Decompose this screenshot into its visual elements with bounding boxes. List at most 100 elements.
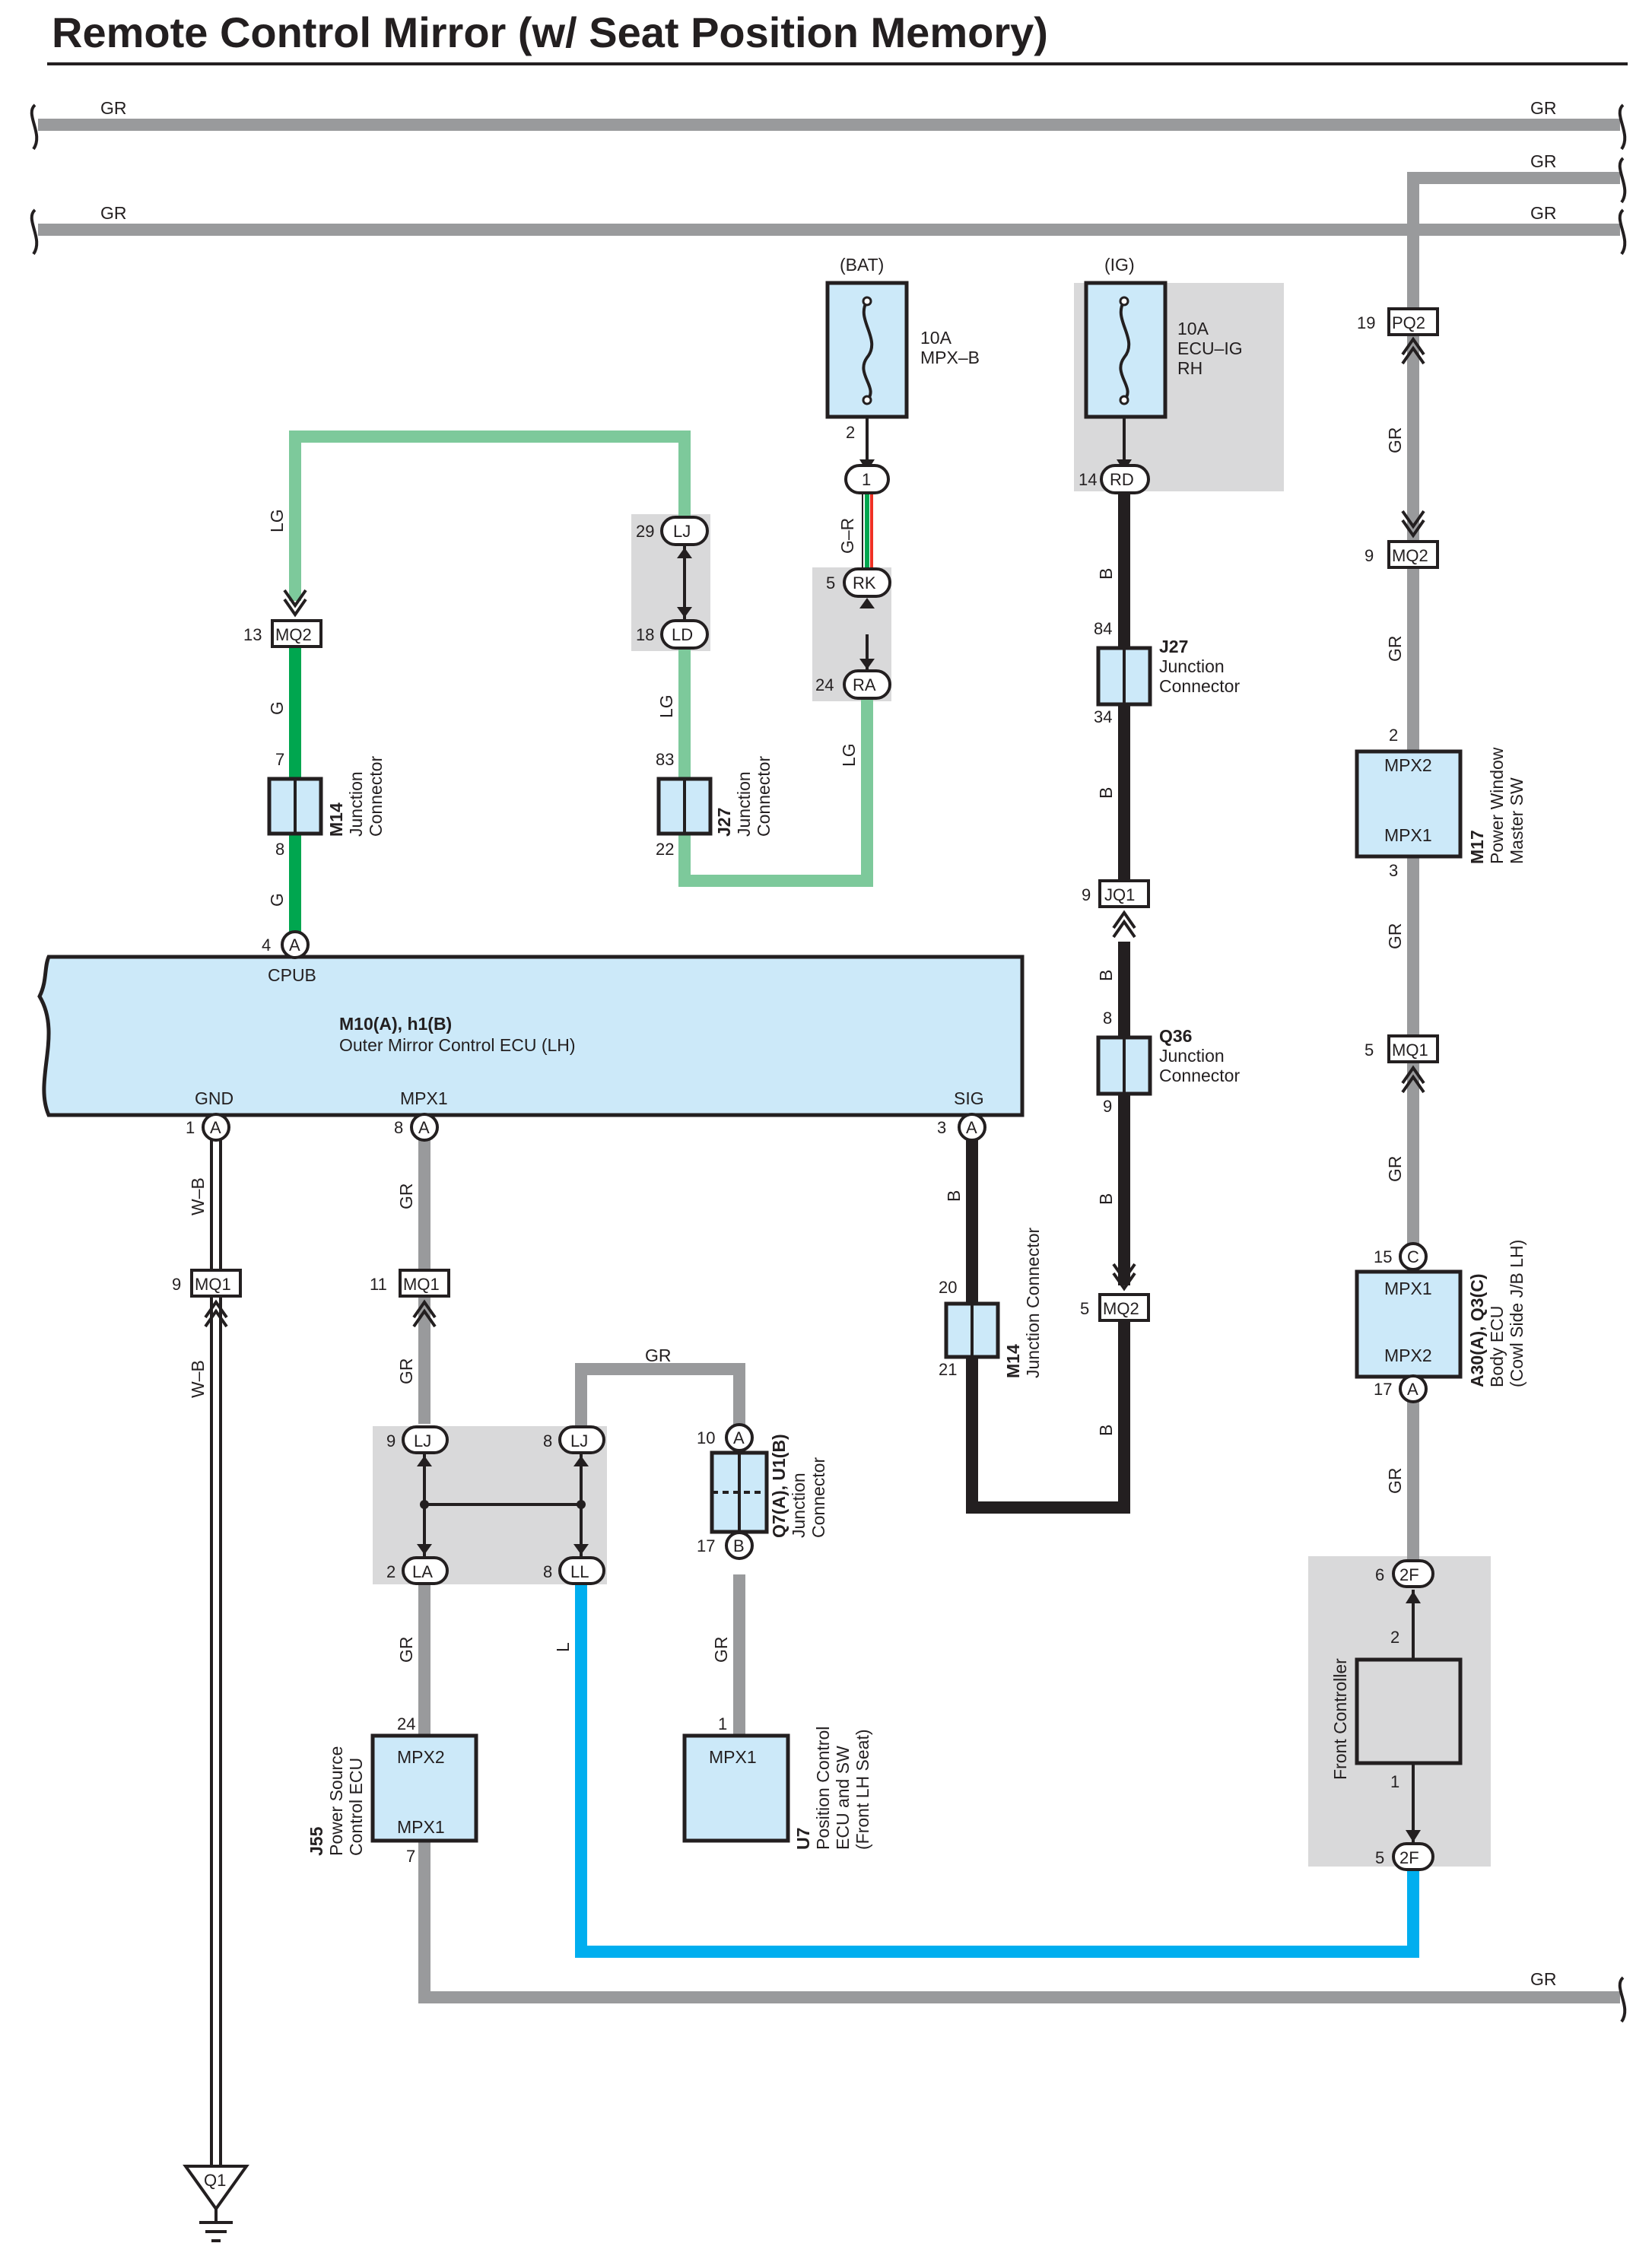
mq1-column-chevron1 — [1401, 1065, 1425, 1085]
q36-connector-label: Connector — [1159, 1066, 1240, 1085]
fuse-ecuig-name1: ECU–IG — [1177, 338, 1243, 358]
conn-b-q7 — [725, 1531, 754, 1560]
wire-label-gr-16: GR — [1530, 1969, 1557, 1989]
body-mpx2: MPX2 — [1384, 1346, 1432, 1365]
conn-b-q7-label: B — [733, 1536, 745, 1555]
wire-label-gr-10: GR — [1385, 1468, 1405, 1495]
pin-24-j55: 24 — [397, 1714, 415, 1733]
gr-bus-branch — [1407, 172, 1620, 319]
lg-wires — [289, 431, 873, 887]
pin-5-rk: 5 — [826, 573, 835, 593]
conn-2f-bottom-label: 2F — [1399, 1848, 1419, 1867]
splice-arrow-2 — [573, 1456, 589, 1466]
pin-9-lj: 9 — [386, 1431, 396, 1450]
pin-11-mq1: 11 — [370, 1275, 387, 1294]
pin-29-lj: 29 — [636, 522, 654, 541]
m17-label2: Master SW — [1507, 777, 1527, 864]
conn-a-gnd-label: A — [210, 1118, 221, 1137]
j55-mpx2: MPX2 — [397, 1747, 445, 1767]
fuse-mpxb-name: MPX–B — [920, 348, 980, 367]
wavy-end-3 — [1618, 103, 1627, 151]
conn-mq1-column — [1387, 1034, 1439, 1063]
splice-node-left — [420, 1500, 429, 1509]
ecu-pin-cpub: CPUB — [268, 965, 316, 985]
pin-24-ra: 24 — [815, 675, 834, 694]
pin-6-2f: 6 — [1375, 1565, 1384, 1584]
gr-r-wire — [862, 494, 873, 572]
pin-1-front: 1 — [1390, 1772, 1399, 1791]
q7-internals — [712, 1453, 767, 1532]
pin-9-jq1: 9 — [1082, 885, 1091, 904]
mq2-column-chevron1 — [1401, 519, 1425, 539]
pin-19-pq2: 19 — [1357, 313, 1375, 332]
conn-mq1-gr — [399, 1269, 450, 1298]
conn-c-body-label: C — [1407, 1247, 1419, 1266]
conn-a-q7-label: A — [733, 1428, 745, 1447]
q36-code: Q36 — [1159, 1026, 1192, 1046]
pin-1-gnd: 1 — [186, 1118, 195, 1137]
pin-2-front: 2 — [1390, 1628, 1399, 1647]
q7-code: Q7(A), U1(B) — [769, 1434, 789, 1538]
m17-power-window-master-sw — [1355, 749, 1463, 859]
pin-18-ld: 18 — [636, 625, 654, 644]
pin-9-mq2: 9 — [1364, 546, 1374, 565]
mq2-right-chevron2 — [1112, 1263, 1136, 1282]
fuse-mpxb-node-bottom — [862, 395, 872, 405]
front-controller-label: Front Controller — [1330, 1658, 1350, 1780]
wavy-end-5 — [1618, 208, 1627, 256]
wire-label-gr-8: GR — [1385, 923, 1405, 950]
wavy-end-6 — [1618, 1976, 1627, 2023]
l-wire — [575, 1584, 1419, 1958]
ecu-code: M10(A), h1(B) — [339, 1014, 452, 1034]
mq2-column-chevron2 — [1401, 510, 1425, 529]
u7-mpx1: MPX1 — [709, 1747, 757, 1767]
lj-arrow — [677, 548, 692, 558]
wire-label-gr-4: GR — [100, 203, 127, 223]
fuse-ecuig-node-top — [1119, 296, 1129, 307]
conn-a-body — [1399, 1374, 1428, 1403]
pin-13-mq2: 13 — [243, 625, 262, 644]
wire-label-gr-12: GR — [396, 1358, 416, 1385]
conn-rk-label: RK — [853, 573, 876, 593]
wire-label-b-6: B — [944, 1190, 964, 1202]
conn-ld-label: LD — [672, 625, 693, 644]
m14-bottom-label: Junction Connector — [1023, 1227, 1043, 1378]
pin-2-la: 2 — [386, 1562, 396, 1581]
front-controller — [1355, 1657, 1463, 1765]
m17-code: M17 — [1467, 830, 1487, 864]
splice-node-right — [577, 1500, 586, 1509]
conn-2f-top-label: 2F — [1399, 1565, 1419, 1584]
pin-2-m17: 2 — [1389, 726, 1398, 745]
pin-2-bat: 2 — [846, 423, 855, 442]
j55-label2: Control ECU — [346, 1758, 366, 1856]
q7-junction: Junction — [789, 1473, 809, 1538]
body-ecu — [1355, 1269, 1463, 1379]
wire-label-gr-15: GR — [711, 1637, 731, 1663]
j27-right-connector-label: Connector — [1159, 676, 1240, 696]
u7-label2: ECU and SW — [833, 1746, 853, 1850]
m14-top-junction: Junction — [346, 771, 366, 837]
wire-label-gr-9: GR — [1385, 1156, 1405, 1183]
conn-2f-top — [1392, 1559, 1434, 1588]
body-code: A30(A), Q3(C) — [1467, 1273, 1487, 1387]
wire-label-gr-5: GR — [1530, 203, 1557, 223]
bat-label: (BAT) — [840, 255, 884, 275]
conn-lj-left-label: LJ — [414, 1431, 431, 1450]
conn-jq1 — [1098, 879, 1150, 908]
conn-ra — [843, 669, 891, 700]
conn-rk — [843, 567, 891, 598]
pin-8-mpx1: 8 — [394, 1118, 403, 1137]
u7-label1: Position Control — [813, 1727, 833, 1850]
m14-top-connector-label: Connector — [366, 756, 386, 837]
fuse-ecuig-node-bottom — [1119, 395, 1129, 405]
u7-position-control-ecu — [682, 1733, 790, 1843]
j55-mpx1: MPX1 — [397, 1817, 445, 1837]
body-mpx1: MPX1 — [1384, 1279, 1432, 1298]
pin-8-ll: 8 — [543, 1562, 552, 1581]
wire-labels: GR GR GR GR GR LG G G LG LG G–R B B B B … — [100, 98, 1557, 1989]
pin-20-m14: 20 — [939, 1278, 957, 1297]
conn-1 — [844, 464, 890, 494]
wavy-end-4 — [1618, 157, 1627, 204]
pin-15-body: 15 — [1374, 1247, 1392, 1266]
ld-arrow — [677, 607, 692, 618]
